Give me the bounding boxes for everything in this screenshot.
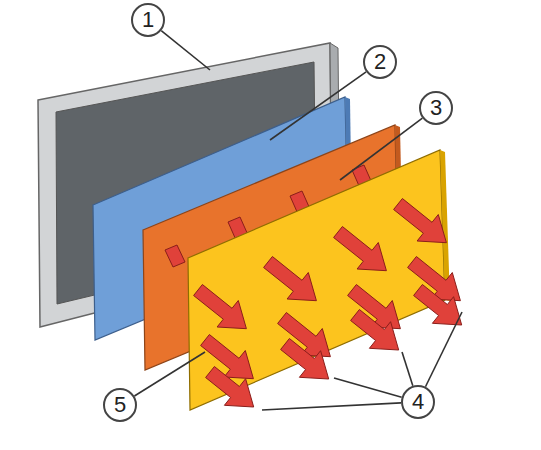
leader-line xyxy=(340,118,422,180)
leader-lines xyxy=(134,31,462,410)
yellow-panel xyxy=(188,150,445,410)
light-arrow xyxy=(414,285,462,326)
leader-line xyxy=(402,352,413,386)
leader-line xyxy=(134,352,205,396)
light-arrow xyxy=(394,199,447,243)
leader-line xyxy=(262,403,401,410)
callout-circle: 1 xyxy=(131,3,165,37)
light-arrow xyxy=(201,335,254,379)
light-arrow xyxy=(206,367,254,408)
light-arrow xyxy=(334,227,387,271)
leader-line xyxy=(334,378,402,397)
leader-line xyxy=(161,31,210,70)
callout-number: 2 xyxy=(374,51,386,73)
leader-line xyxy=(270,72,366,140)
light-arrow xyxy=(194,285,247,329)
light-arrows xyxy=(194,199,462,408)
callout-circle: 3 xyxy=(419,91,453,125)
leader-line xyxy=(425,312,462,387)
light-arrow xyxy=(281,339,329,380)
light-arrow xyxy=(351,310,399,351)
light-arrow xyxy=(264,257,317,301)
callout-number: 1 xyxy=(142,9,154,31)
callout-circle: 5 xyxy=(103,388,137,422)
callout-circle: 2 xyxy=(363,45,397,79)
callout-number: 4 xyxy=(412,391,424,413)
callout-number: 3 xyxy=(430,97,442,119)
callout-circle: 4 xyxy=(401,385,435,419)
callout-number: 5 xyxy=(114,394,126,416)
